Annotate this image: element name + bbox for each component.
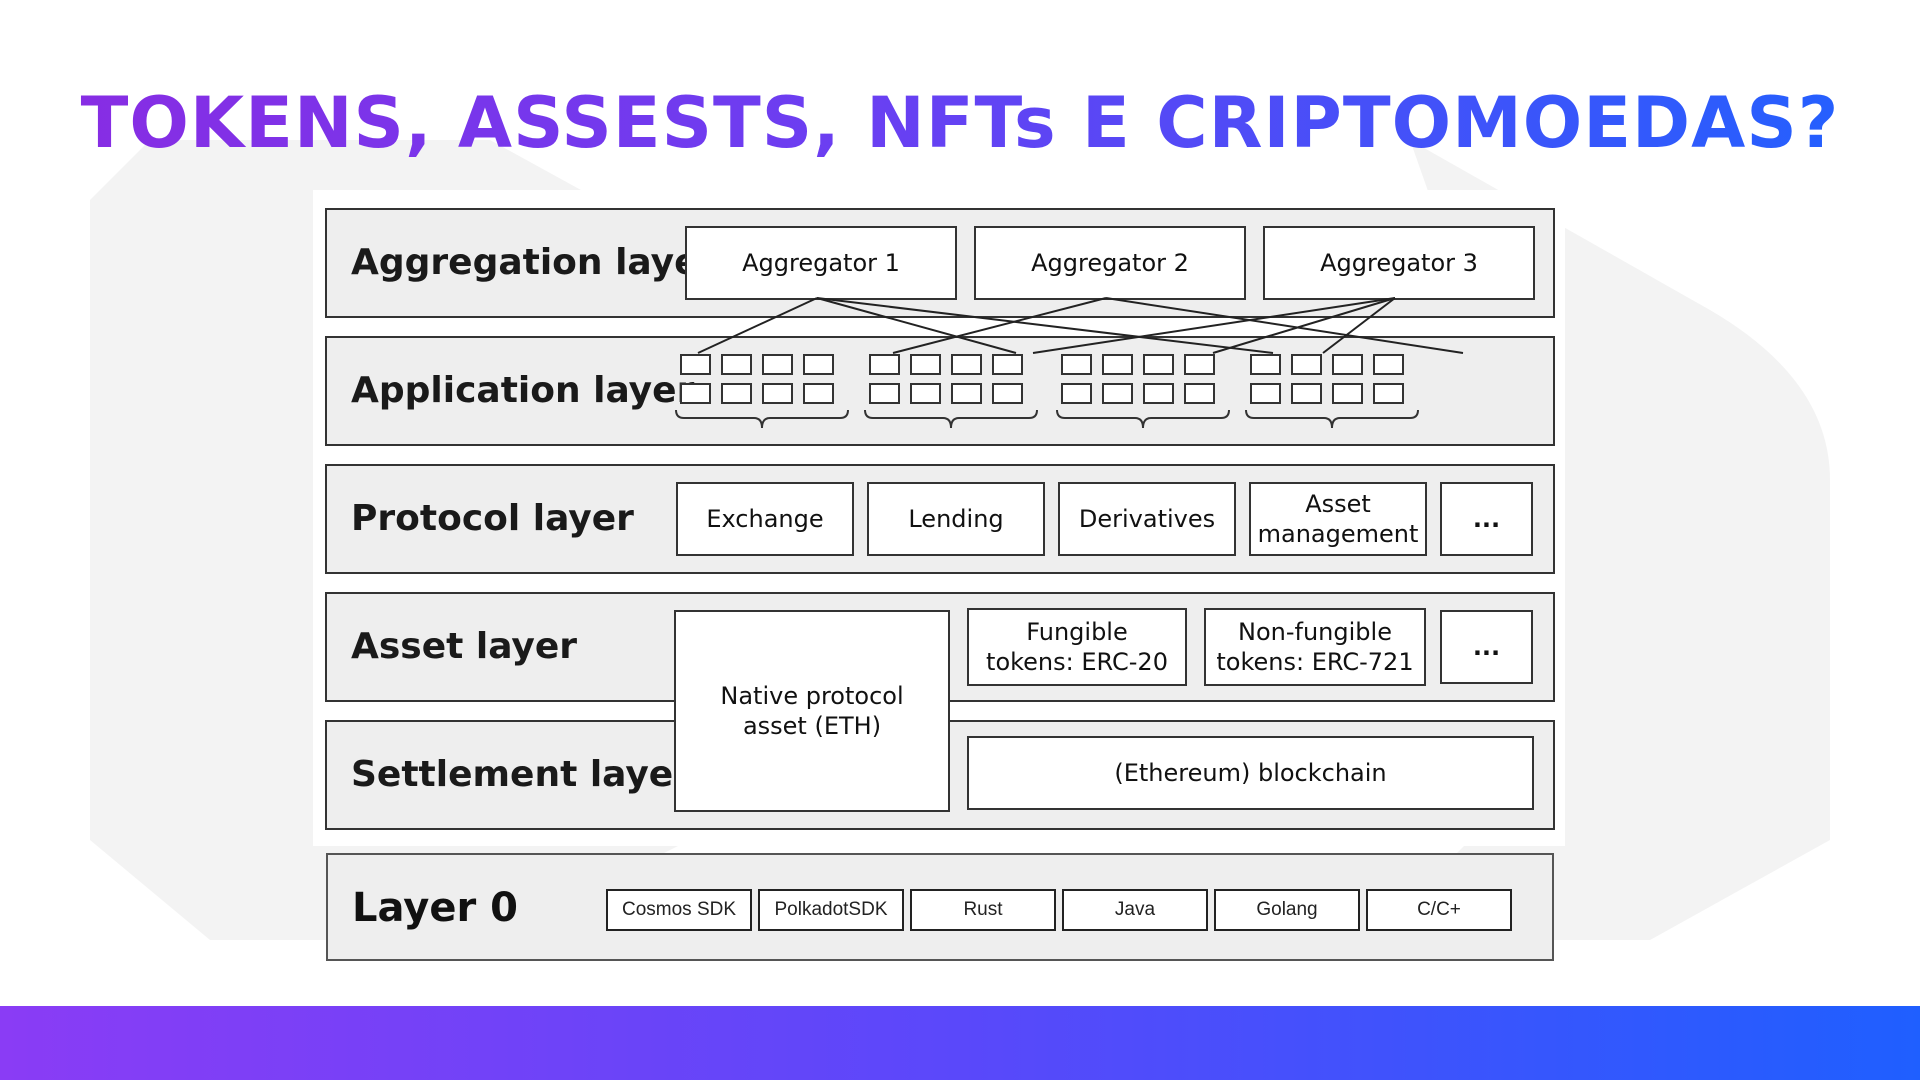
app-cell bbox=[803, 354, 834, 375]
app-cell bbox=[762, 354, 793, 375]
app-cell bbox=[910, 354, 941, 375]
app-cell bbox=[1102, 354, 1133, 375]
layer-0: Layer 0 Cosmos SDK PolkadotSDK Rust Java… bbox=[326, 853, 1554, 961]
app-cell bbox=[951, 354, 982, 375]
app-cell bbox=[869, 354, 900, 375]
derivatives-label: Derivatives bbox=[1078, 505, 1216, 533]
app-cell bbox=[1250, 383, 1281, 404]
connector-line bbox=[697, 297, 818, 354]
native-line-2: asset (ETH) bbox=[742, 712, 882, 740]
app-cell bbox=[1184, 354, 1215, 375]
fungible-line-1: Fungible bbox=[1026, 618, 1128, 646]
app-cell bbox=[1184, 383, 1215, 404]
layer-0-label: Layer 0 bbox=[352, 885, 518, 931]
app-cell bbox=[1061, 354, 1092, 375]
app-cell bbox=[762, 383, 793, 404]
app-cell bbox=[1143, 383, 1174, 404]
asset-management-line-1: Asset bbox=[1305, 490, 1371, 518]
app-cell bbox=[1291, 354, 1322, 375]
app-group-brace bbox=[1056, 409, 1230, 429]
aggregator-2-label: Aggregator 2 bbox=[1031, 249, 1189, 277]
connector-line bbox=[816, 297, 1274, 354]
app-cell bbox=[1332, 354, 1363, 375]
fungible-tokens-box: Fungible tokens: ERC-20 bbox=[967, 608, 1187, 686]
exchange-label: Exchange bbox=[706, 505, 824, 533]
aggregator-1-box: Aggregator 1 bbox=[685, 226, 957, 300]
app-cell bbox=[803, 383, 834, 404]
tech-rust: Rust bbox=[910, 889, 1056, 931]
layer-diagram: Aggregation layer Aggregator 1 Aggregato… bbox=[313, 190, 1565, 846]
app-cell bbox=[910, 383, 941, 404]
connector-line bbox=[892, 297, 1107, 354]
app-cell bbox=[951, 383, 982, 404]
exchange-box: Exchange bbox=[676, 482, 854, 556]
app-cell bbox=[1332, 383, 1363, 404]
app-cell bbox=[1061, 383, 1092, 404]
aggregator-1-label: Aggregator 1 bbox=[742, 249, 900, 277]
app-cell bbox=[1291, 383, 1322, 404]
lending-label: Lending bbox=[908, 505, 1004, 533]
app-cell bbox=[1143, 354, 1174, 375]
connector-line bbox=[1322, 297, 1396, 354]
tech-golang: Golang bbox=[1214, 889, 1360, 931]
bottom-gradient-bar bbox=[0, 1006, 1920, 1080]
nonfungible-line-1: Non-fungible bbox=[1238, 618, 1392, 646]
connector-line bbox=[1212, 297, 1396, 354]
ethereum-blockchain-label: (Ethereum) blockchain bbox=[1114, 759, 1387, 787]
native-line-1: Native protocol bbox=[720, 682, 904, 710]
app-cell bbox=[992, 383, 1023, 404]
app-cell bbox=[721, 354, 752, 375]
app-cell bbox=[869, 383, 900, 404]
connector-line bbox=[1032, 297, 1396, 354]
app-cell bbox=[721, 383, 752, 404]
tech-java: Java bbox=[1062, 889, 1208, 931]
app-cell bbox=[992, 354, 1023, 375]
connector-line bbox=[816, 297, 1017, 354]
connector-line bbox=[1105, 297, 1464, 354]
page-title: TOKENS, ASSESTS, NFTs E CRIPTOMOEDAS? bbox=[0, 78, 1920, 168]
app-cell bbox=[1250, 354, 1281, 375]
tech-cosmos-sdk: Cosmos SDK bbox=[606, 889, 752, 931]
lending-box: Lending bbox=[867, 482, 1045, 556]
app-cell bbox=[1102, 383, 1133, 404]
app-group-brace bbox=[864, 409, 1038, 429]
tech-polkadot-sdk: PolkadotSDK bbox=[758, 889, 904, 931]
fungible-line-2: tokens: ERC-20 bbox=[986, 648, 1168, 676]
derivatives-box: Derivatives bbox=[1058, 482, 1236, 556]
tech-c-cpp: C/C+ bbox=[1366, 889, 1512, 931]
native-protocol-asset-box: Native protocol asset (ETH) bbox=[674, 610, 950, 812]
